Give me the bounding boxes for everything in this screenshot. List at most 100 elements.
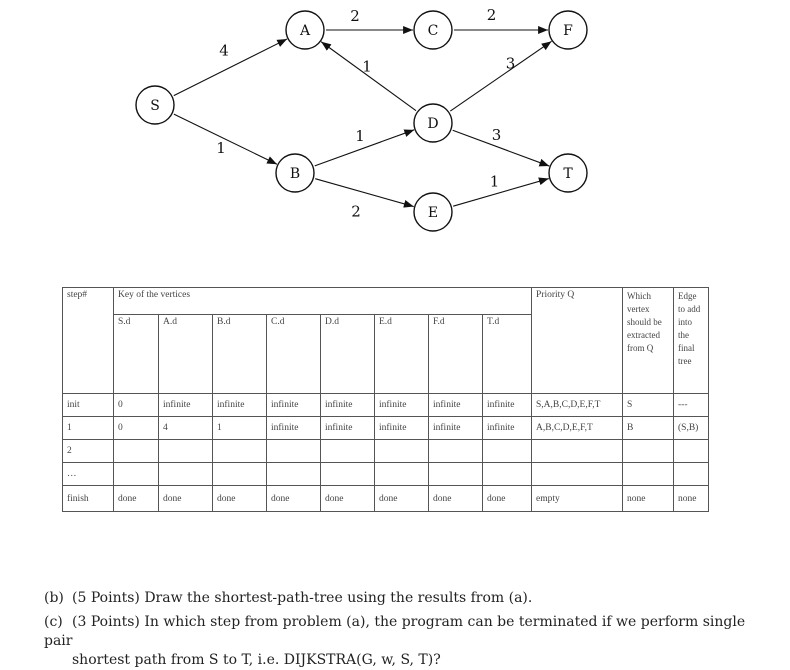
col-header: F.d [428,314,483,394]
edge-cell: none [673,485,709,512]
priority-header: Priority Q [531,287,623,315]
question-c-label: (c) [44,614,63,630]
step-header-blank [62,314,114,394]
queue-cell [531,439,623,463]
queue-cell: S,A,B,C,D,E,F,T [531,393,623,417]
table-row: … [62,462,709,486]
node-label: D [427,116,438,132]
node-label: C [428,23,439,39]
edge-weight-label: 2 [350,7,360,25]
step-cell: 1 [62,416,114,440]
key-cell: infinite [320,393,375,417]
key-cell [113,462,159,486]
key-cell [374,439,429,463]
edge-s-b [173,113,278,165]
col-header: A.d [158,314,213,394]
edge-weight-label: 3 [506,55,516,73]
edge-weight-label: 1 [490,173,500,191]
step-header: step# [62,287,114,315]
key-cell: done [113,485,159,512]
key-cell: infinite [266,416,321,440]
edge-weight-label: 1 [362,58,372,76]
node-label: A [299,23,311,39]
edge-d-f [449,40,552,112]
edge-weight-label: 2 [487,6,497,24]
col-header: B.d [212,314,267,394]
which-cell: B [622,416,674,440]
edge-weight-label: 3 [492,126,502,144]
node-a [285,10,325,50]
key-cell [320,462,375,486]
step-cell: 2 [62,439,114,463]
edge-b-e [315,178,414,208]
key-cell: infinite [428,416,483,440]
key-cell: infinite [158,393,213,417]
priority-header-blank [531,314,623,394]
key-cell: 0 [113,416,159,440]
edge-cell: --- [673,393,709,417]
key-cell [320,439,375,463]
edge-s-a [173,38,288,97]
edge-e-t [453,177,549,207]
question-b: (b) (5 Points) Draw the shortest-path-tre… [44,589,532,608]
key-cell [158,439,213,463]
key-cell: infinite [482,393,532,417]
key-cell: 0 [113,393,159,417]
key-cell [482,439,532,463]
key-cell: done [320,485,375,512]
question-b-label: (b) [44,590,64,606]
key-cell: done [428,485,483,512]
edge-weight-label: 2 [351,203,361,221]
key-cell: infinite [482,416,532,440]
node-label: E [428,205,438,221]
which-cell: S [622,393,674,417]
key-cell [266,439,321,463]
key-cell: done [158,485,213,512]
key-cell: done [266,485,321,512]
question-b-text: (5 Points) Draw the shortest-path-tree u… [72,590,533,606]
step-cell: … [62,462,114,486]
edge-cell [673,439,709,463]
node-d [413,103,453,143]
node-c [413,10,453,50]
node-e [413,192,453,232]
key-cell [374,462,429,486]
node-t [548,153,588,193]
col-header: T.d [482,314,532,394]
table-row: 2 [62,439,709,463]
which-cell [622,439,674,463]
key-cell [212,462,267,486]
key-cell: 1 [212,416,267,440]
edge-cell: (S,B) [673,416,709,440]
node-s [135,85,175,125]
queue-cell: A,B,C,D,E,F,T [531,416,623,440]
step-cell: init [62,393,114,417]
edge-weight-label: 1 [355,127,365,145]
edge-d-a [320,41,417,112]
col-header: E.d [374,314,429,394]
node-label: B [290,166,300,182]
key-cell: infinite [320,416,375,440]
edge-cell [673,462,709,486]
edge-header: Edge to add into the final tree [673,287,709,394]
node-b [275,153,315,193]
node-label: T [563,166,573,182]
key-cell [212,439,267,463]
question-c-text-continued: shortest path from S to T, i.e. DIJKSTRA… [72,652,441,668]
node-label: F [563,23,573,39]
key-cell: infinite [374,416,429,440]
col-header: C.d [266,314,321,394]
key-cell: done [374,485,429,512]
col-header: S.d [113,314,159,394]
edge-b-d [314,129,415,167]
queue-cell [531,462,623,486]
key-cell [113,439,159,463]
key-cell: done [212,485,267,512]
key-header: Key of the vertices [113,287,532,315]
key-cell: 4 [158,416,213,440]
key-cell: infinite [374,393,429,417]
key-cell [428,439,483,463]
queue-cell: empty [531,485,623,512]
edge-d-t [452,129,550,167]
